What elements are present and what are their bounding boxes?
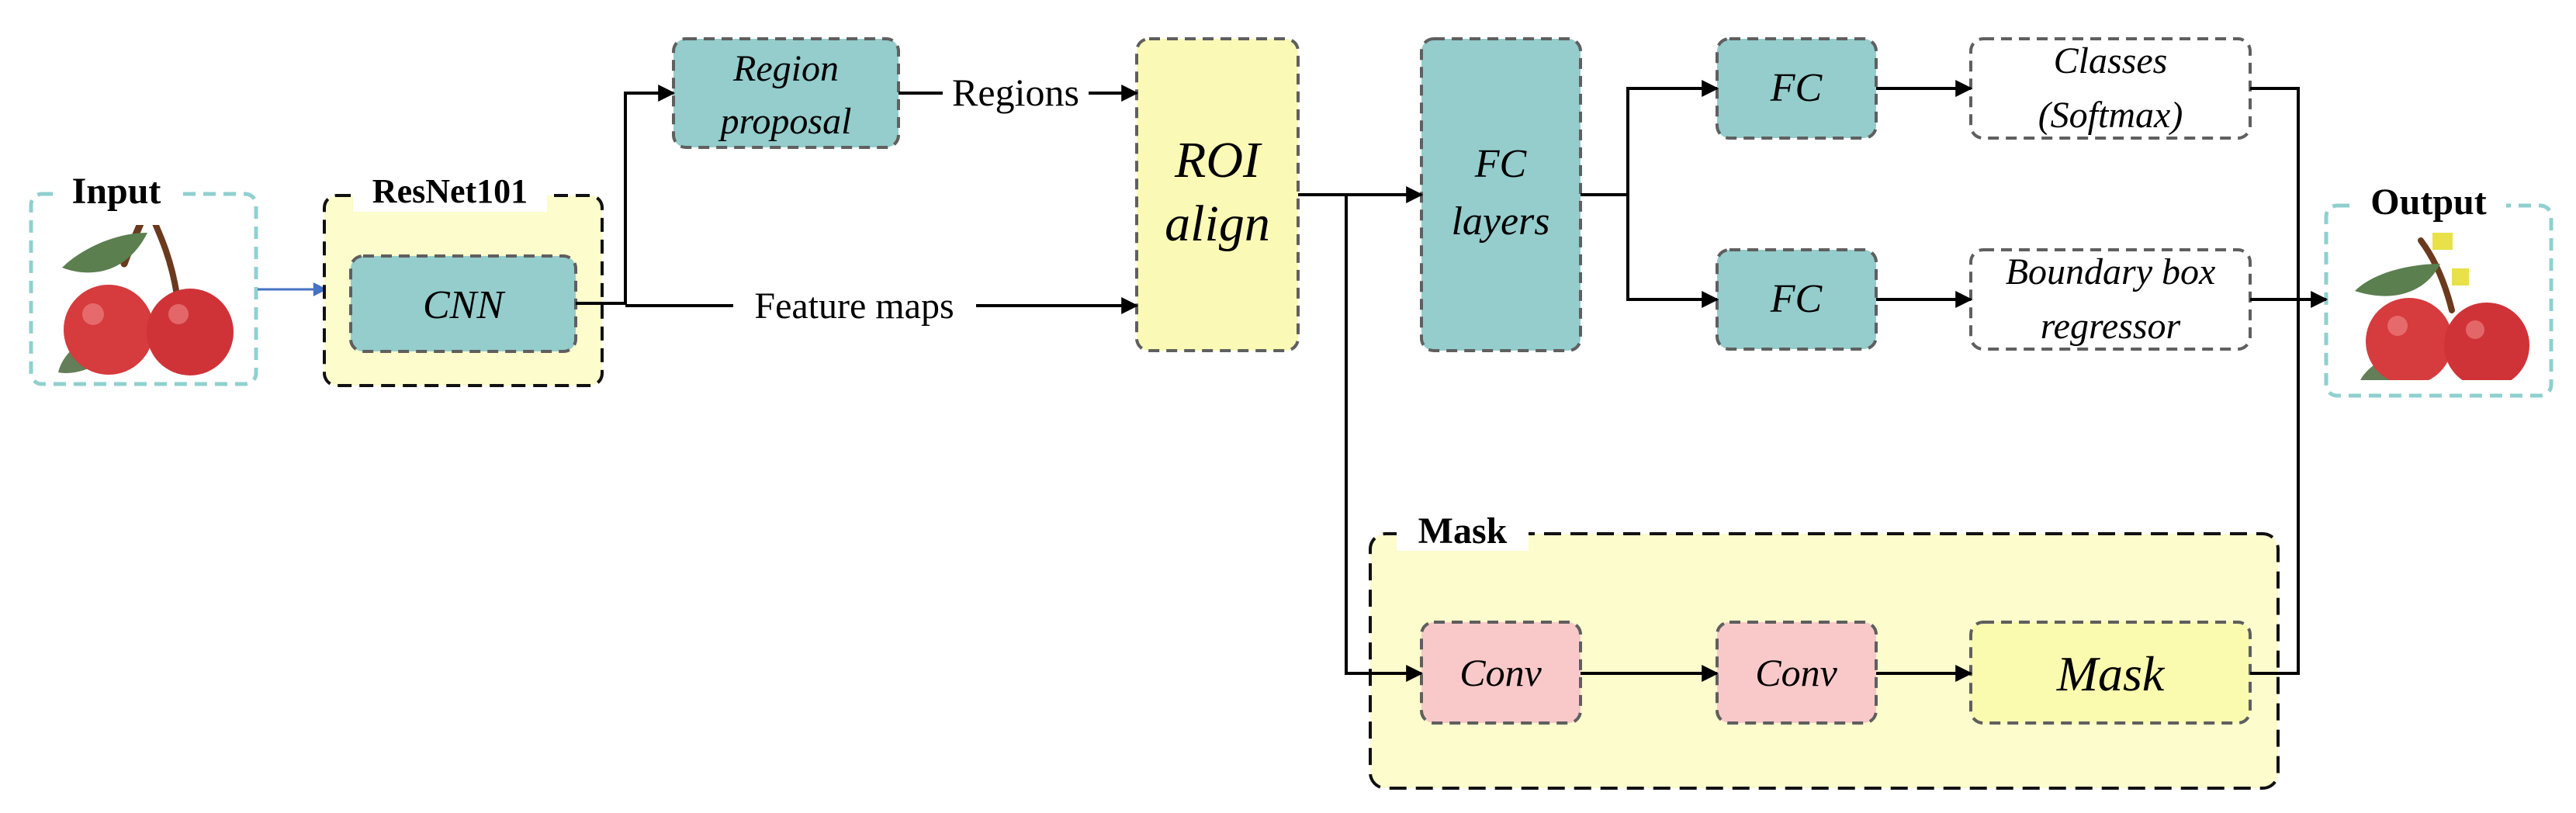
- mask-branch-label: Mask: [1418, 510, 1508, 552]
- conv1-box: [1420, 621, 1582, 725]
- mask-label: Mask: [2056, 646, 2166, 701]
- region-proposal-line1: Region: [732, 48, 839, 89]
- roi-to-conv-arrow: [1345, 195, 1424, 682]
- roi-align-line2: align: [1165, 195, 1270, 252]
- feature-maps-edge-label: Feature maps: [754, 285, 954, 327]
- classes-to-output-line: [2250, 87, 2300, 299]
- fc-bottom-label: FC: [1770, 277, 1823, 321]
- fc-layers-line1: FC: [1474, 142, 1528, 186]
- fc-layers-line2: layers: [1451, 199, 1549, 244]
- region-proposal-line2: proposal: [718, 101, 852, 142]
- mask-to-output-line: [2250, 299, 2300, 675]
- input-label: Input: [72, 171, 161, 212]
- bbox-regressor-line1: Boundary box: [2006, 251, 2216, 292]
- regions-edge-label: Regions: [952, 71, 1079, 114]
- conv2-label: Conv: [1755, 651, 1837, 694]
- fc-layers-box: FC layers: [1420, 37, 1582, 352]
- fc-bottom-box: FC: [1716, 248, 1878, 351]
- classes-line2: (Softmax): [2038, 95, 2183, 136]
- cherry-output-image: [2355, 233, 2529, 380]
- backbone-group: ResNet101 CNN: [323, 172, 604, 387]
- fc-layers-to-fc-bottom-arrow: [1626, 195, 1719, 308]
- bbox-regressor-line2: regressor: [2041, 306, 2181, 347]
- input-group: Input: [29, 171, 258, 386]
- conv2-box: [1716, 621, 1878, 725]
- output-group: Output: [2324, 182, 2553, 398]
- cherry-image: [58, 225, 234, 375]
- bbox-regressor-box: Boundary box regressor: [1969, 248, 2252, 351]
- classes-box: Classes (Softmax): [1969, 37, 2252, 140]
- mask-branch-group: Mask Conv Conv Mask: [1369, 510, 2280, 790]
- fc-layers-to-fc-top-arrow: [1626, 80, 1719, 195]
- classes-line1: Classes: [2054, 40, 2168, 81]
- connectors: [576, 80, 2328, 682]
- roi-align-box: ROI align: [1135, 37, 1300, 352]
- cnn-to-region-proposal-arrow: [576, 85, 676, 305]
- fc-top-label: FC: [1770, 66, 1823, 110]
- backbone-label: ResNet101: [372, 172, 528, 210]
- cnn-label: CNN: [423, 283, 506, 327]
- fc-top-box: FC: [1716, 37, 1878, 140]
- roi-align-line1: ROI: [1174, 132, 1262, 189]
- region-proposal-box: Region proposal: [672, 37, 900, 149]
- output-label: Output: [2370, 182, 2486, 223]
- conv1-label: Conv: [1459, 651, 1542, 694]
